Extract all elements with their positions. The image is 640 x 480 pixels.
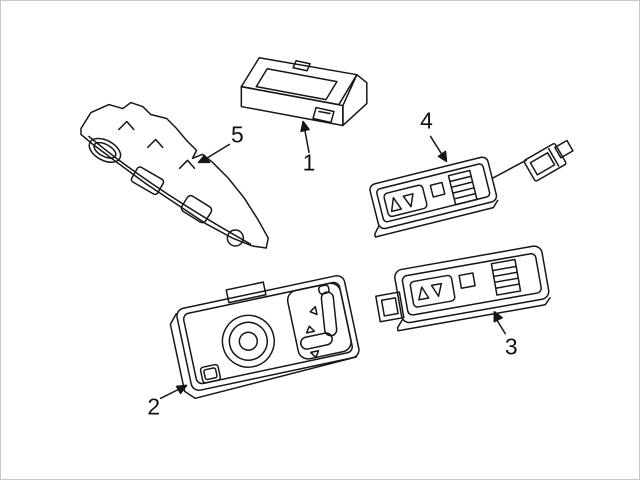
- switch-4-bezel: [376, 163, 491, 223]
- connector-plug: [523, 139, 574, 182]
- panel-small-button: [199, 363, 222, 384]
- callout-label-3: 3: [505, 334, 518, 360]
- callout-label-1: 1: [303, 149, 316, 175]
- trim-clip-arrow-3: [178, 159, 196, 170]
- callout-label-2: 2: [147, 393, 160, 419]
- callout-arrowhead-5: [197, 154, 211, 164]
- callout-line-5: [205, 143, 231, 160]
- connector-divider: [547, 147, 560, 167]
- trim-cutout-hole: [226, 229, 245, 247]
- module-latch: [312, 106, 335, 124]
- diagram-art: [80, 57, 574, 400]
- switch-4-arrow-pad: [383, 184, 428, 218]
- panel-depth: [169, 313, 358, 400]
- callout-line-1: [304, 130, 310, 154]
- switch-4-depth: [374, 199, 499, 238]
- knob-outer-ring: [221, 314, 275, 368]
- trim-cutout-oval: [88, 137, 122, 163]
- down-arrow-icon: [430, 282, 443, 298]
- callout-line-4: [429, 135, 444, 157]
- module-front-face: [240, 85, 344, 127]
- knob-center: [238, 331, 259, 351]
- trim-panel-outline: [80, 101, 269, 249]
- callout-arrowhead-2: [175, 384, 188, 395]
- callout-line-3: [496, 319, 506, 335]
- seat-cushion-button: [300, 332, 333, 350]
- switch-3-slider: [490, 258, 522, 296]
- switch-3-mid-button: [458, 272, 476, 289]
- trim-cutout-rect-1: [130, 166, 165, 196]
- connector-tab: [554, 139, 574, 159]
- switch-3-connector-housing: [375, 291, 405, 323]
- left-arrow-icon: [309, 305, 318, 316]
- up-arrow-icon: [305, 325, 316, 334]
- part-2-seat-switch-panel: [169, 275, 360, 400]
- switch-4-body: [369, 156, 499, 238]
- up-arrow-icon: [418, 286, 430, 301]
- connector-opening: [529, 152, 556, 176]
- switch-3-slider-hatch: [491, 265, 521, 289]
- callout-arrowhead-4: [437, 150, 448, 163]
- trim-clip-arrow-1: [118, 120, 135, 131]
- knob-mid-ring: [228, 321, 268, 361]
- callout-arrows: [159, 120, 506, 400]
- trim-cutout-rect-2: [180, 194, 213, 224]
- up-arrow-icon: [390, 196, 403, 213]
- panel-outline: [176, 275, 360, 391]
- module-latch-line: [318, 110, 331, 115]
- connector-body: [523, 142, 567, 182]
- seat-headrest-button: [317, 284, 330, 295]
- callout-arrowhead-3: [493, 310, 503, 323]
- seat-backrest-button: [320, 291, 338, 337]
- switch-3-outline: [394, 245, 550, 324]
- trim-cutout-oval-inner: [93, 141, 117, 159]
- trim-clip-arrow-2: [146, 138, 164, 149]
- part-5-trim-panel: [80, 101, 269, 249]
- callout-labels: 1 2 3 4 5: [147, 107, 517, 419]
- switch-4-slider: [447, 169, 478, 206]
- switch-4-wire: [491, 159, 527, 180]
- module-end-face: [342, 73, 368, 127]
- panel-top-tab: [225, 281, 267, 304]
- part-3-switch: [375, 245, 551, 332]
- switch-4-slider-hatch: [449, 175, 477, 200]
- callout-label-4: 4: [420, 107, 433, 133]
- panel-small-button-inner: [203, 367, 218, 381]
- module-recess: [255, 67, 338, 101]
- down-arrow-icon: [402, 193, 414, 208]
- callout-line-2: [159, 388, 180, 400]
- switch-3-connector-opening: [380, 297, 399, 317]
- part-4-switch-with-connector: [369, 139, 574, 238]
- seat-control-cluster: [286, 282, 352, 360]
- switch-3-bezel: [401, 253, 542, 316]
- down-arrow-icon: [310, 350, 320, 359]
- switch-3-arrow-pad: [409, 274, 456, 308]
- switch-3-depth: [396, 297, 551, 332]
- switch-4-mid-button: [429, 181, 446, 198]
- callout-label-5: 5: [231, 121, 244, 147]
- module-top-tab: [292, 60, 311, 72]
- trim-panel-thickness-line: [88, 135, 252, 245]
- part-1-control-module: [240, 57, 368, 127]
- callout-arrowhead-1: [300, 120, 310, 133]
